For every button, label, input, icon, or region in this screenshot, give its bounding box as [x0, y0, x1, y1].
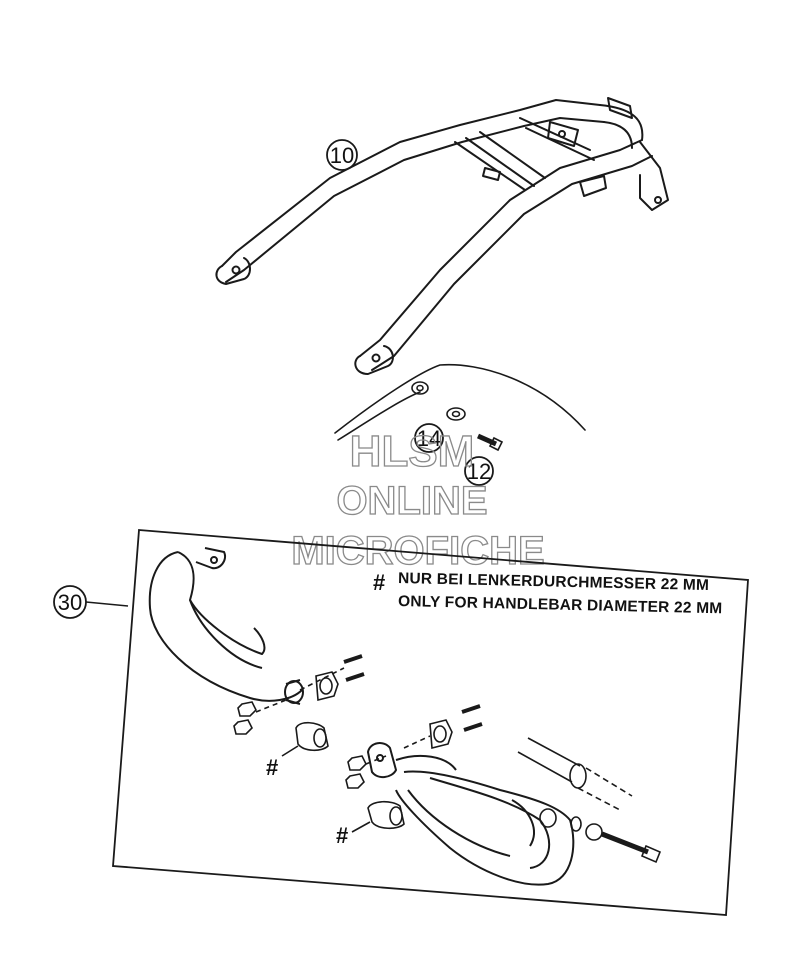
callout-10-circle: [326, 139, 358, 171]
bolt-icon: [476, 433, 498, 447]
callout-10: 10: [326, 139, 358, 171]
fastener-group: [446, 407, 504, 452]
bolt-icon: [343, 654, 363, 664]
watermark: HLSM ONLINE MICROFICHE: [291, 426, 546, 573]
note-line-en: ONLY FOR HANDLEBAR DIAMETER 22 MM: [398, 593, 723, 617]
callout-12-circle: [464, 456, 494, 486]
note-symbol: #: [373, 570, 385, 595]
callout-14: 14: [414, 423, 444, 453]
washer-icon: [570, 816, 582, 832]
callout-12: 12: [464, 456, 494, 486]
washer-icon: [446, 407, 466, 421]
rear-fender-outline: [334, 363, 586, 441]
callout-14-circle: [414, 423, 444, 453]
left-clamp-hardware: [233, 654, 365, 757]
left-handguard: [148, 547, 304, 705]
callout-14-label: 14: [417, 426, 441, 451]
clamp-right-marker: #: [336, 823, 348, 848]
right-clamp-hardware: [345, 704, 662, 864]
callout-30-label: 30: [58, 590, 82, 615]
handguard-kit-frame: [112, 529, 749, 916]
callout-30-leader: [85, 601, 129, 607]
watermark-line-3: MICROFICHE: [291, 529, 544, 573]
bolt-icon: [345, 672, 365, 682]
watermark-line-2: ONLINE: [336, 479, 487, 523]
spacer-clamp-left: [295, 721, 329, 752]
fitment-note: # NUR BEI LENKERDURCHMESSER 22 MM ONLY F…: [373, 570, 723, 617]
clamp-left-marker: #: [266, 755, 278, 780]
nut-icon: [237, 701, 257, 717]
callout-30: 30: [53, 585, 129, 619]
right-handguard: [367, 742, 575, 886]
watermark-line-1: HLSM: [350, 427, 475, 476]
nut-icon: [233, 719, 253, 735]
spacer-clamp-right: [367, 800, 405, 830]
callout-12-label: 12: [467, 459, 491, 484]
end-bolt-icon: [601, 831, 649, 855]
handlebar-end: [517, 737, 633, 811]
nut-icon: [347, 755, 367, 771]
luggage-rack: [215, 97, 669, 375]
bolt-icon: [461, 704, 481, 714]
nut-icon: [345, 773, 365, 789]
callout-10-label: 10: [330, 143, 354, 168]
bolt-icon: [463, 722, 483, 732]
